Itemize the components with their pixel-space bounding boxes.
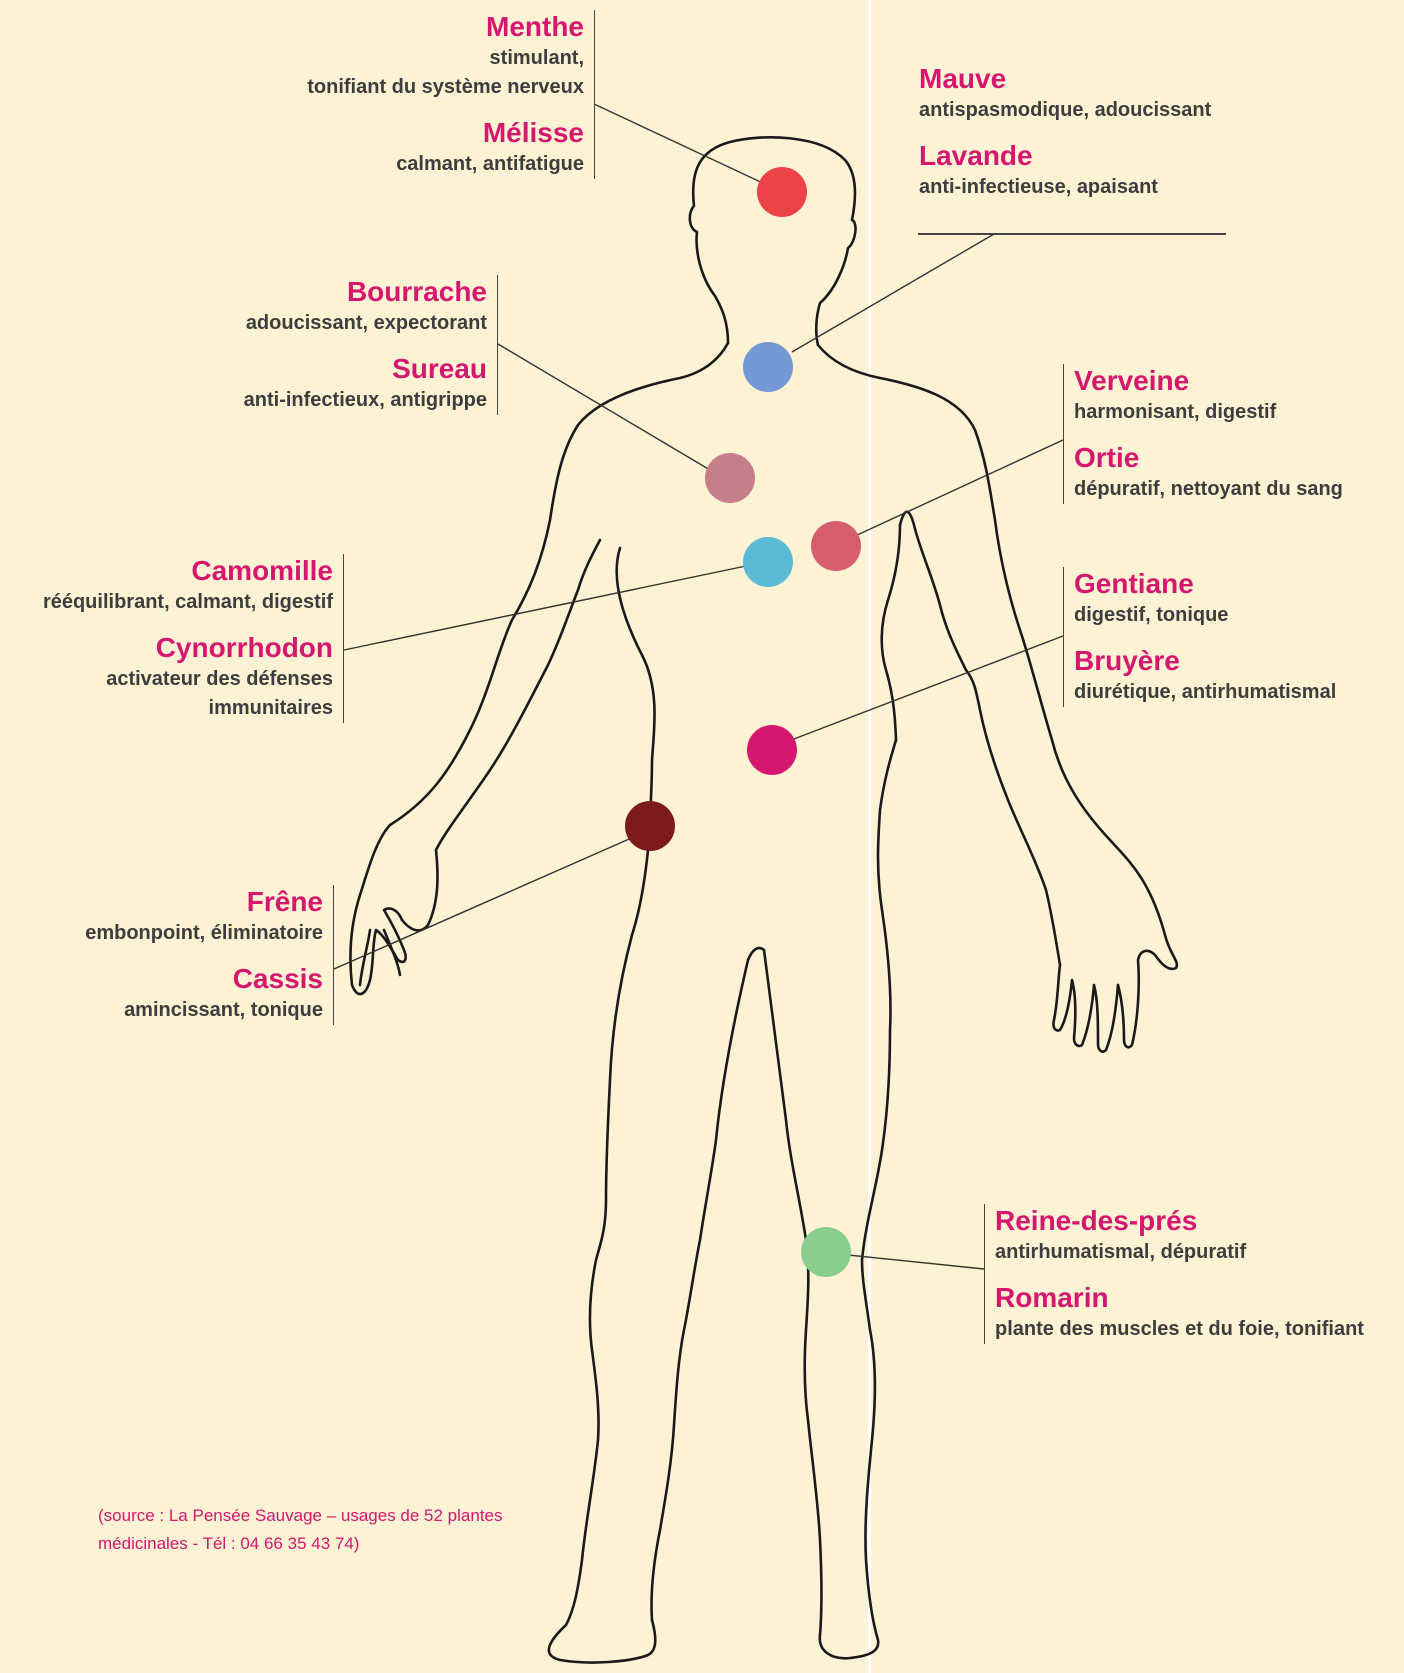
plant-desc-bourrache: adoucissant, expectorant [244, 309, 487, 338]
right-torso-side [882, 525, 900, 740]
right-arm-inner [900, 512, 1060, 965]
leader-menthe [594, 104, 782, 192]
plant-name-ortie: Ortie [1074, 441, 1343, 475]
label-group-menthe-melisse: Menthe stimulant, tonifiant du système n… [307, 10, 595, 179]
plant-desc-menthe: stimulant, [307, 44, 584, 73]
label-group-camomille-cynorrhodon: Camomille rééquilibrant, calmant, digest… [43, 554, 344, 723]
dot-menthe-melisse[interactable] [757, 167, 807, 217]
leader-reine [848, 1255, 984, 1269]
dot-camomille-cynorrhodon[interactable] [743, 537, 793, 587]
left-leg-inner [651, 960, 748, 1620]
left-torso-side [617, 548, 655, 935]
source-note: (source : La Pensée Sauvage – usages de … [98, 1502, 558, 1558]
plant-desc-ortie: dépuratif, nettoyant du sang [1074, 475, 1343, 504]
left-arm-inner [402, 540, 600, 930]
lavande-underline [918, 233, 1226, 235]
dot-verveine-ortie[interactable] [811, 521, 861, 571]
source-line-1: (source : La Pensée Sauvage – usages de … [98, 1502, 558, 1530]
dot-mauve-lavande[interactable] [743, 342, 793, 392]
plant-desc-sureau: anti-infectieux, antigrippe [244, 386, 487, 415]
dot-bourrache-sureau[interactable] [705, 453, 755, 503]
leader-camomille [344, 566, 746, 650]
dot-reine-romarin[interactable] [801, 1227, 851, 1277]
label-group-mauve-lavande: Mauve antispasmodique, adoucissant Lavan… [919, 62, 1211, 202]
left-leg-outer [549, 935, 655, 1662]
plant-desc-cassis: amincissant, tonique [85, 996, 323, 1025]
plant-name-bruyere: Bruyère [1074, 644, 1336, 678]
label-group-bourrache-sureau: Bourrache adoucissant, expectorant Surea… [244, 275, 498, 415]
plant-desc-reine-des-pres: antirhumatismal, dépuratif [995, 1238, 1364, 1267]
right-fingers [1053, 965, 1118, 1052]
crotch [748, 948, 764, 960]
right-leg-outer [820, 740, 896, 1658]
plant-name-gentiane: Gentiane [1074, 567, 1336, 601]
plant-name-camomille: Camomille [43, 554, 333, 588]
plant-name-frene: Frêne [85, 885, 323, 919]
plant-desc-cynorrhodon-2: immunitaires [43, 694, 333, 723]
plant-desc-lavande: anti-infectieuse, apaisant [919, 173, 1211, 202]
left-arm-outer [350, 343, 728, 994]
plant-name-cynorrhodon: Cynorrhodon [43, 631, 333, 665]
head-neck-outline [690, 137, 856, 345]
plant-desc-melisse: calmant, antifatigue [307, 150, 584, 179]
plant-name-mauve: Mauve [919, 62, 1211, 96]
dot-gentiane-bruyere[interactable] [747, 725, 797, 775]
plant-name-verveine: Verveine [1074, 364, 1343, 398]
plant-desc-frene: embonpoint, éliminatoire [85, 919, 323, 948]
leader-verveine [842, 440, 1063, 542]
label-group-gentiane-bruyere: Gentiane digestif, tonique Bruyère diuré… [1063, 567, 1336, 707]
marker-dots [625, 167, 861, 1277]
dot-frene-cassis[interactable] [625, 801, 675, 851]
leader-lavande [792, 234, 994, 352]
plant-name-bourrache: Bourrache [244, 275, 487, 309]
leader-gentiane [786, 636, 1063, 742]
plant-desc-cynorrhodon: activateur des défenses [43, 665, 333, 694]
left-fingers [360, 930, 400, 985]
plant-desc-verveine: harmonisant, digestif [1074, 398, 1343, 427]
plant-desc-menthe-2: tonifiant du système nerveux [307, 73, 584, 102]
plant-desc-bruyere: diurétique, antirhumatismal [1074, 678, 1336, 707]
plant-name-sureau: Sureau [244, 352, 487, 386]
leader-frene [334, 836, 636, 969]
plant-desc-romarin: plante des muscles et du foie, tonifiant [995, 1315, 1364, 1344]
label-group-reine-romarin: Reine-des-prés antirhumatismal, dépurati… [984, 1204, 1364, 1344]
plant-name-lavande: Lavande [919, 139, 1211, 173]
label-group-verveine-ortie: Verveine harmonisant, digestif Ortie dép… [1063, 364, 1343, 504]
plant-desc-gentiane: digestif, tonique [1074, 601, 1336, 630]
right-leg-inner [764, 950, 822, 1635]
plant-name-romarin: Romarin [995, 1281, 1364, 1315]
leader-bourrache [498, 344, 710, 470]
plant-desc-mauve: antispasmodique, adoucissant [919, 96, 1211, 125]
label-group-frene-cassis: Frêne embonpoint, éliminatoire Cassis am… [85, 885, 334, 1025]
plant-name-cassis: Cassis [85, 962, 323, 996]
plant-desc-camomille: rééquilibrant, calmant, digestif [43, 588, 333, 617]
source-line-2: médicinales - Tél : 04 66 35 43 74) [98, 1530, 558, 1558]
plant-name-reine-des-pres: Reine-des-prés [995, 1204, 1364, 1238]
plant-name-menthe: Menthe [307, 10, 584, 44]
plant-name-melisse: Mélisse [307, 116, 584, 150]
